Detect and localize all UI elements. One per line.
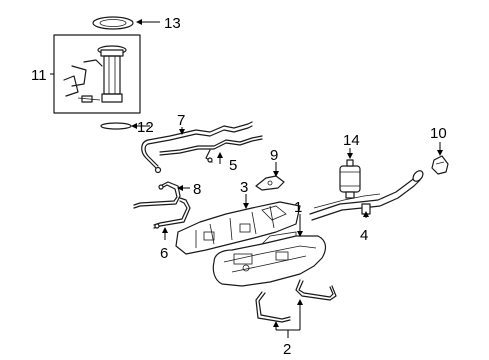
heat-shield-part-3 (175, 201, 301, 255)
fuel-pump-module-part-11 (53, 34, 141, 114)
fuel-line-part-6 (153, 197, 191, 229)
leader-14 (347, 148, 353, 159)
o-ring-part-12 (100, 122, 132, 130)
callout-11: 11 (31, 67, 47, 84)
bracket-part-9 (255, 175, 285, 191)
callout-5: 5 (229, 157, 237, 174)
vapor-line-part-5 (159, 135, 263, 163)
leader-12 (131, 123, 150, 129)
tank-strap-right-part-2 (295, 279, 337, 301)
callout-4: 4 (360, 227, 368, 244)
leader-6 (162, 227, 168, 240)
fuel-line-part-7 (141, 121, 253, 174)
callout-2: 2 (283, 341, 291, 358)
leader-5 (217, 152, 223, 164)
leader-9 (273, 162, 279, 177)
leader-7 (179, 127, 185, 135)
leader-8 (177, 185, 190, 191)
callout-14: 14 (343, 132, 360, 149)
callout-3: 3 (240, 179, 248, 196)
fuel-cap-part-10 (431, 155, 449, 175)
leader-1 (297, 214, 303, 237)
fuel-tank-part-1 (212, 231, 327, 287)
callout-7: 7 (177, 112, 185, 129)
seal-ring-part-13 (92, 16, 134, 30)
callout-1: 1 (294, 199, 302, 216)
leader-4 (363, 211, 369, 218)
leader-3 (243, 194, 249, 209)
callout-8: 8 (193, 181, 201, 198)
leader-2 (273, 299, 303, 338)
fuel-line-part-8 (133, 181, 181, 209)
callout-10: 10 (430, 125, 447, 142)
leader-13 (136, 19, 160, 25)
leader-10 (437, 142, 443, 156)
callout-13: 13 (164, 15, 181, 32)
tank-strap-left-part-2 (255, 291, 291, 323)
callout-9: 9 (270, 147, 278, 164)
callout-12: 12 (137, 119, 154, 136)
fuel-filter-part-14 (339, 159, 361, 199)
filler-pipe-part-4 (309, 170, 424, 221)
callout-6: 6 (160, 245, 168, 262)
